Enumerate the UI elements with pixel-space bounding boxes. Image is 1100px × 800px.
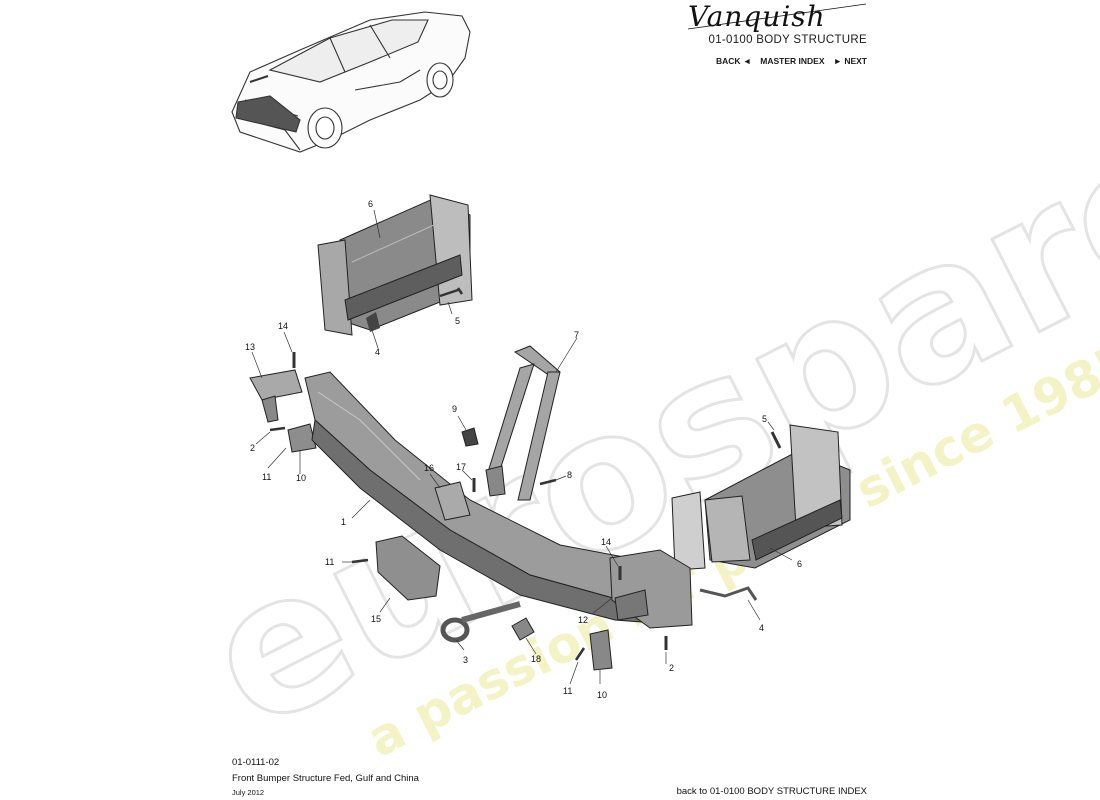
next-link[interactable]: ► NEXT (834, 56, 867, 66)
part-18-plug (511, 617, 535, 641)
callout-13: 13 (245, 342, 255, 352)
back-link[interactable]: BACK ◄ (716, 56, 751, 66)
callout-8: 8 (567, 470, 572, 480)
part-6-crash-can-right (671, 424, 851, 571)
part-4-nut-upper (366, 312, 380, 332)
callout-15: 15 (371, 614, 381, 624)
next-arrow-icon: ► (833, 56, 842, 66)
diagram-date: July 2012 (232, 788, 265, 797)
callout-1: 1 (341, 517, 346, 527)
callout-3: 3 (463, 655, 468, 665)
callout-17: 17 (456, 462, 466, 472)
callout-14-right: 14 (601, 537, 611, 547)
callout-9: 9 (452, 404, 457, 414)
back-to-index-link[interactable]: back to 01-0100 BODY STRUCTURE INDEX (676, 786, 867, 797)
callout-6-upper: 6 (368, 199, 373, 209)
callout-5-right: 5 (762, 414, 767, 424)
part-15-bracket (375, 535, 441, 601)
part-4-strap-right (699, 586, 758, 601)
part-10-bracket-left (287, 423, 317, 453)
callout-11-lower: 11 (563, 686, 572, 696)
callout-6-right: 6 (797, 559, 802, 569)
callout-5-upper: 5 (455, 316, 460, 326)
part-11-bolt-lower (574, 647, 586, 661)
part-9-sensor (461, 427, 479, 447)
car-thumbnail (231, 11, 471, 153)
callout-16: 16 (424, 463, 434, 473)
part-12-mount (609, 549, 693, 629)
master-index-link[interactable]: MASTER INDEX (760, 56, 825, 66)
callout-10-lower: 10 (597, 690, 607, 700)
callout-2-left: 2 (250, 443, 255, 453)
part-5-bolt-right (770, 431, 782, 449)
diagram-code: 01-0111-02 (232, 757, 280, 768)
part-3-tow-eye (440, 601, 521, 643)
diagram-title: Front Bumper Structure Fed, Gulf and Chi… (232, 773, 419, 784)
callout-7: 7 (574, 330, 579, 340)
callout-18: 18 (531, 654, 541, 664)
callout-11-mid: 11 (325, 557, 334, 567)
part-11-bolt-mid (351, 558, 369, 564)
callout-11-left: 11 (262, 472, 271, 482)
section-title: 01-0100 BODY STRUCTURE (708, 34, 867, 46)
part-8-bolt (539, 478, 557, 486)
callout-4-right: 4 (759, 623, 764, 633)
callout-14-left: 14 (278, 321, 288, 331)
next-label: NEXT (844, 56, 867, 66)
part-5-bolt-upper (439, 287, 464, 298)
back-arrow-icon: ◄ (742, 56, 752, 66)
navigation: BACK ◄ MASTER INDEX ► NEXT (716, 56, 867, 66)
part-13-bracket (249, 369, 303, 423)
part-2-bolt-left (269, 426, 286, 432)
logo-text: Vanquish (688, 0, 826, 33)
callout-2-right: 2 (669, 663, 674, 673)
callout-4-upper: 4 (375, 347, 380, 357)
leader-lines (251, 209, 793, 685)
callout-10-left: 10 (296, 473, 306, 483)
part-16-bracket (434, 481, 471, 521)
part-6-crash-can-left (317, 194, 473, 336)
vanquish-logo: Vanquish (687, 0, 867, 33)
callout-12: 12 (578, 615, 588, 625)
back-label: BACK (715, 56, 741, 66)
part-10-bracket-lower (589, 629, 613, 671)
part-7-support-bracket (485, 345, 561, 501)
